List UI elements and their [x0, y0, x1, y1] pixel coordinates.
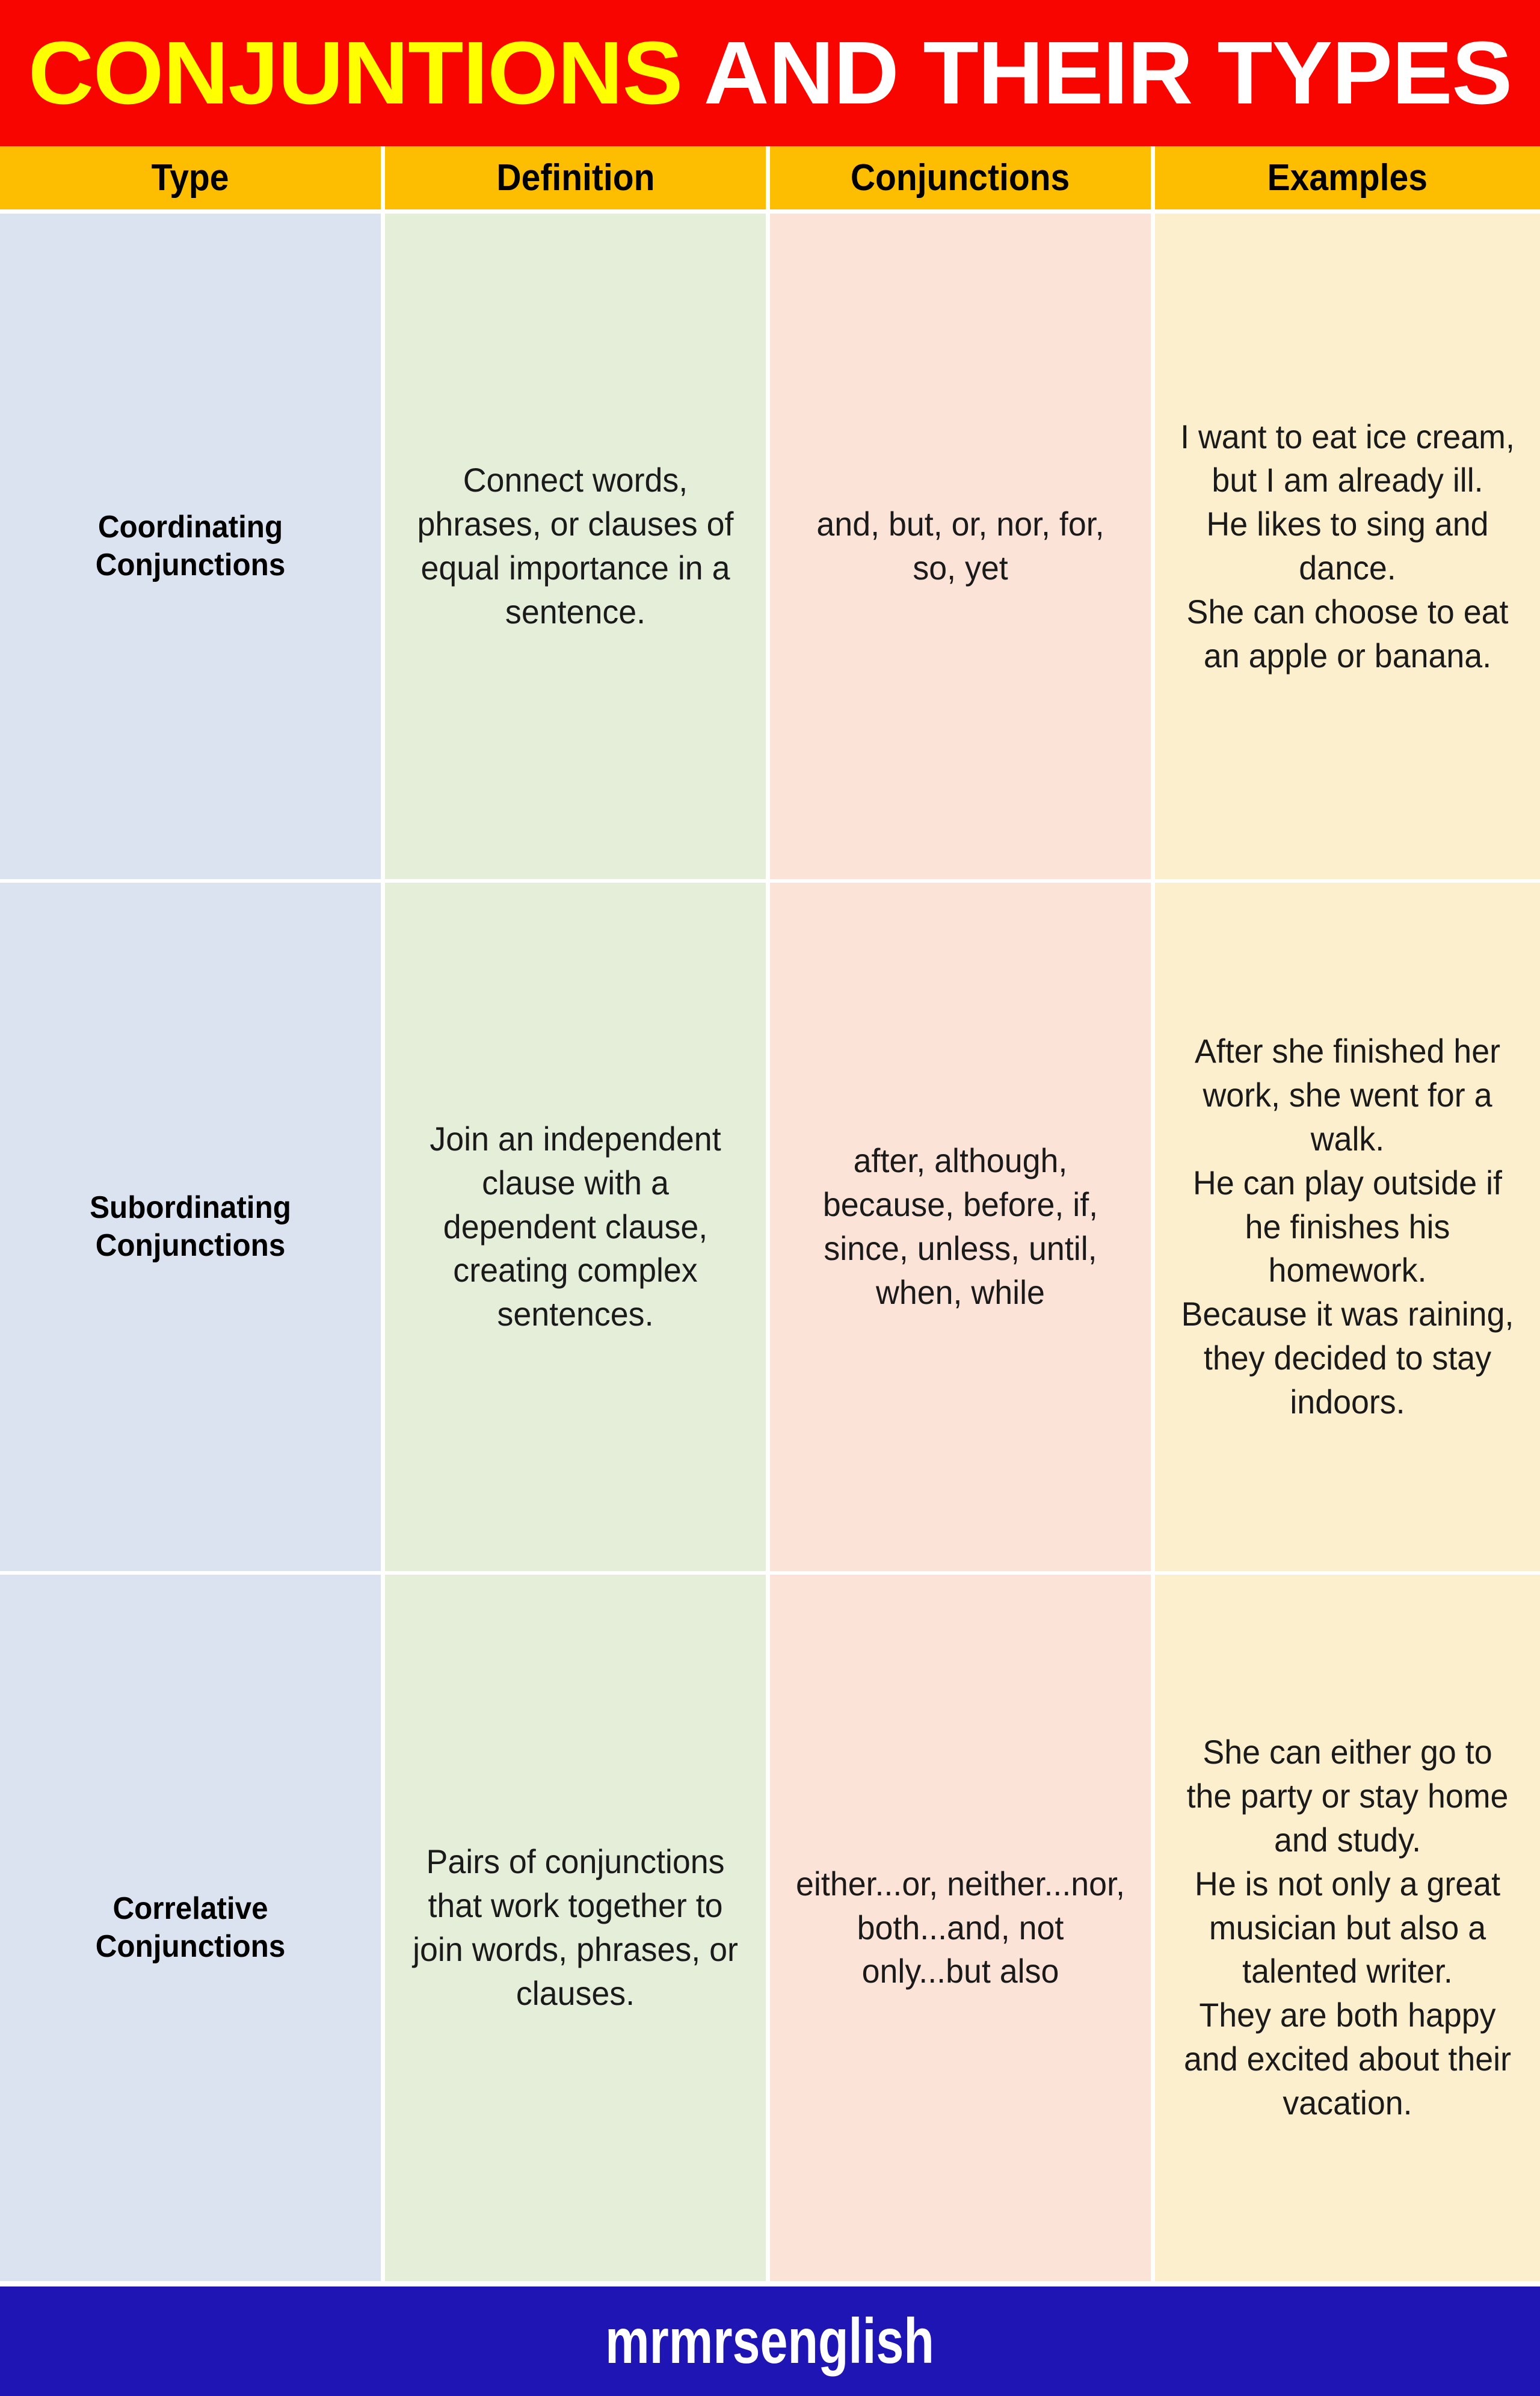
cell-conjunctions: after, although, because, before, if, si…: [770, 883, 1155, 1571]
cell-definition: Connect words, phrases, or clauses of eq…: [385, 214, 770, 879]
column-header-conjunctions: Conjunctions: [770, 146, 1155, 209]
footer-banner: mrmrsenglish: [0, 2282, 1540, 2396]
table-row: Correlative Conjunctions Pairs of conjun…: [0, 1575, 1540, 2281]
conjunctions-text: and, but, or, nor, for, so, yet: [816, 505, 1104, 587]
cell-examples: She can either go to the party or stay h…: [1155, 1575, 1540, 2281]
examples-text: After she finished her work, she went fo…: [1177, 1030, 1518, 1424]
examples-text: She can either go to the party or stay h…: [1177, 1731, 1518, 2125]
cell-type: Correlative Conjunctions: [0, 1575, 385, 2281]
conjunctions-text: after, although, because, before, if, si…: [822, 1141, 1098, 1311]
definition-text: Connect words, phrases, or clauses of eq…: [417, 461, 734, 631]
column-header-definition-label: Definition: [496, 156, 654, 199]
example-line: He likes to sing and dance.: [1206, 505, 1489, 587]
brand-name: mrmrsenglish: [605, 2306, 935, 2377]
column-header-examples-label: Examples: [1267, 156, 1428, 199]
column-header-definition: Definition: [385, 146, 770, 209]
table-row: Subordinating Conjunctions Join an indep…: [0, 883, 1540, 1575]
cell-conjunctions: either...or, neither...nor, both...and, …: [770, 1575, 1155, 2281]
cell-examples: I want to eat ice cream, but I am alread…: [1155, 214, 1540, 879]
example-line: Because it was raining, they decided to …: [1181, 1295, 1514, 1421]
conjunctions-text: either...or, neither...nor, both...and, …: [796, 1864, 1125, 1990]
example-line: He is not only a great musician but also…: [1194, 1864, 1501, 1990]
cell-conjunctions: and, but, or, nor, for, so, yet: [770, 214, 1155, 879]
page-title-highlight: CONJUNTIONS: [28, 23, 683, 123]
column-header-type-label: Type: [152, 156, 229, 199]
table-row: Coordinating Conjunctions Connect words,…: [0, 214, 1540, 883]
page-title: CONJUNTIONS AND THEIR TYPES: [28, 28, 1512, 118]
cell-type: Subordinating Conjunctions: [0, 883, 385, 1571]
column-header-conjunctions-label: Conjunctions: [851, 156, 1070, 199]
cell-type: Coordinating Conjunctions: [0, 214, 385, 879]
example-line: I want to eat ice cream, but I am alread…: [1180, 417, 1515, 499]
type-label: Correlative Conjunctions: [95, 1891, 286, 1964]
cell-definition: Pairs of conjunctions that work together…: [385, 1575, 770, 2281]
title-banner: CONJUNTIONS AND THEIR TYPES: [0, 0, 1540, 146]
example-line: After she finished her work, she went fo…: [1194, 1032, 1501, 1158]
cell-definition: Join an independent clause with a depend…: [385, 883, 770, 1571]
example-line: They are both happy and excited about th…: [1184, 1996, 1511, 2122]
definition-text: Pairs of conjunctions that work together…: [413, 1842, 738, 2012]
table-header-row: Type Definition Conjunctions Examples: [0, 146, 1540, 214]
type-label: Coordinating Conjunctions: [95, 509, 286, 582]
column-header-type: Type: [0, 146, 385, 209]
column-header-examples: Examples: [1155, 146, 1540, 209]
example-line: She can either go to the party or stay h…: [1186, 1733, 1509, 1859]
example-line: He can play outside if he finishes his h…: [1192, 1163, 1502, 1289]
definition-text: Join an independent clause with a depend…: [430, 1120, 721, 1333]
type-label: Subordinating Conjunctions: [90, 1190, 291, 1263]
conjunctions-table: Type Definition Conjunctions Examples Co…: [0, 146, 1540, 2282]
page-title-rest: AND THEIR TYPES: [682, 23, 1513, 123]
cell-examples: After she finished her work, she went fo…: [1155, 883, 1540, 1571]
example-line: She can choose to eat an apple or banana…: [1186, 592, 1509, 675]
examples-text: I want to eat ice cream, but I am alread…: [1177, 415, 1518, 678]
